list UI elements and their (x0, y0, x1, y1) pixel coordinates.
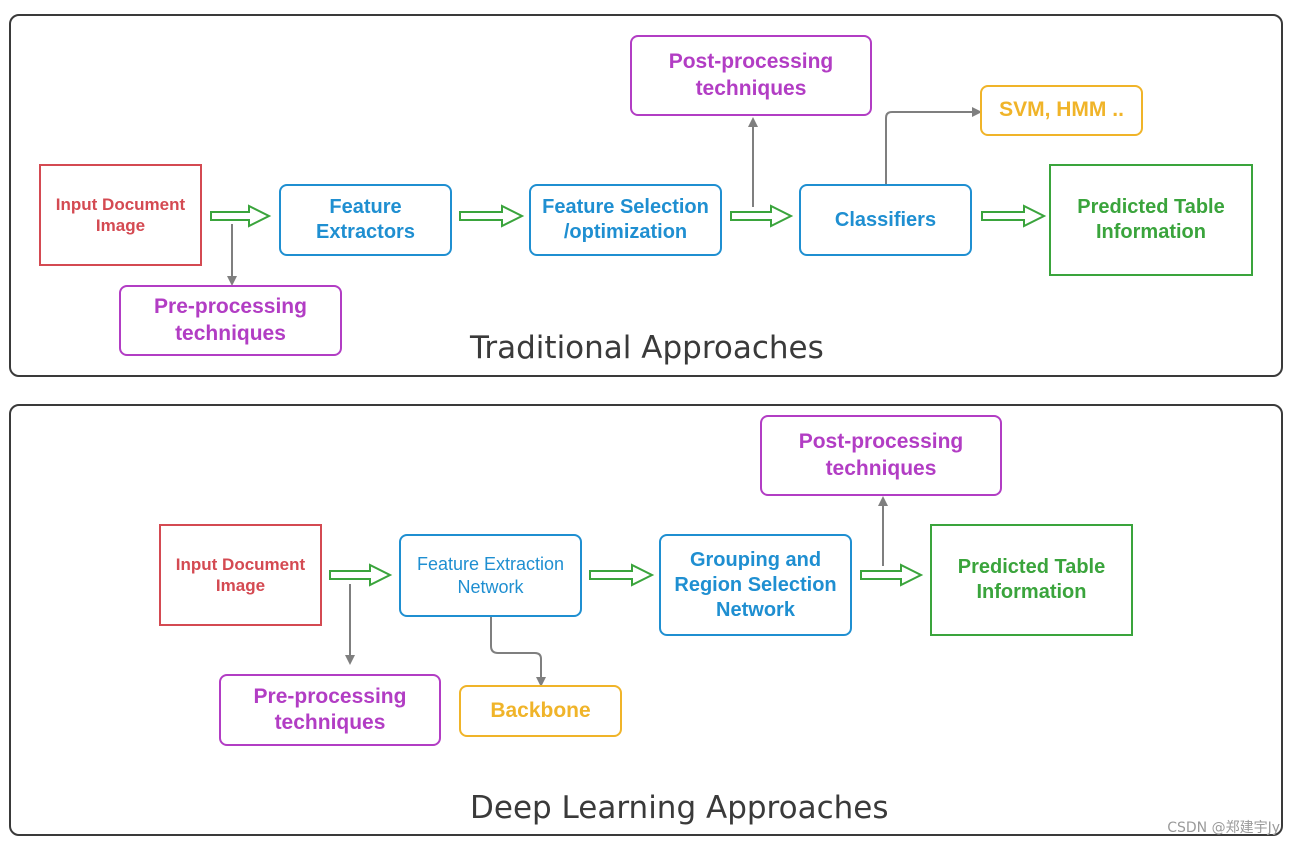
predicted-table-box: Predicted Table Information (1049, 164, 1253, 276)
svm-hmm-box: SVM, HMM .. (980, 85, 1143, 136)
classifiers-box: Classifiers (799, 184, 972, 256)
post-processing-box: Post-processing techniques (760, 415, 1002, 496)
traditional-title: Traditional Approaches (470, 330, 824, 366)
grouping-region-selection-box: Grouping and Region Selection Network (659, 534, 852, 636)
deep-learning-panel (9, 404, 1283, 836)
input-document-image-box: Input Document Image (159, 524, 322, 626)
predicted-table-box: Predicted Table Information (930, 524, 1133, 636)
backbone-box: Backbone (459, 685, 622, 737)
feature-extractors-box: Feature Extractors (279, 184, 452, 256)
pre-processing-box: Pre-processing techniques (219, 674, 441, 746)
watermark: CSDN @郑建宇Jy (1167, 820, 1280, 836)
feature-extraction-network-box: Feature Extraction Network (399, 534, 582, 617)
feature-selection-box: Feature Selection /optimization (529, 184, 722, 256)
pre-processing-box: Pre-processing techniques (119, 285, 342, 356)
post-processing-box: Post-processing techniques (630, 35, 872, 116)
traditional-panel (9, 14, 1283, 377)
deep-learning-title: Deep Learning Approaches (470, 790, 889, 826)
input-document-image-box: Input Document Image (39, 164, 202, 266)
